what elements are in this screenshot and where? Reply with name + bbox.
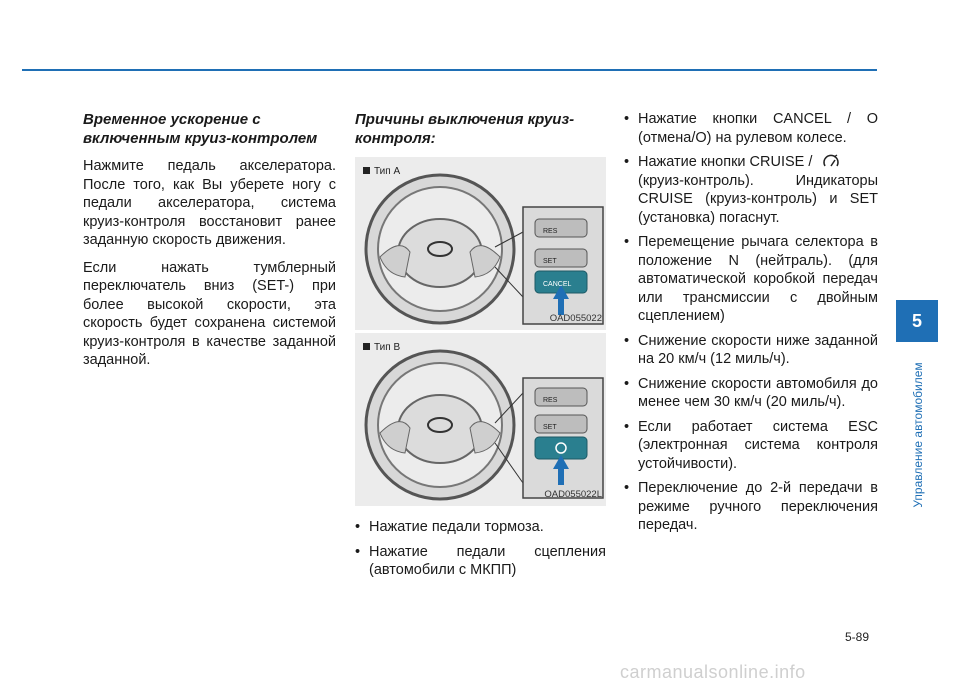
list-item: Нажатие педали сцепления (автомобили с М… [355, 543, 606, 580]
figure-type-b: Тип B RES SET OAD055022L [355, 333, 606, 506]
paragraph-set-switch: Если нажать тумблерный переключатель вни… [83, 259, 336, 369]
right-column: Нажатие кнопки CANCEL / O (отмена/O) на … [624, 110, 878, 541]
bullet-list-middle: Нажатие педали тормоза. Нажатие педали с… [355, 518, 606, 580]
button-set-label: SET [543, 258, 557, 265]
button-res-label: RES [543, 228, 558, 235]
list-item: Перемещение рычага селектора в положение… [624, 233, 878, 326]
figure-type-a: Тип A RES SET CANCEL OAD055022 [355, 157, 606, 330]
section-heading-cruise-cancel-reasons: Причины выключения круиз-контроля: [355, 111, 575, 147]
list-item: Переключение до 2-й передачи в режиме ру… [624, 479, 878, 535]
arrow-up-icon [553, 455, 569, 485]
section-heading-temporary-acceleration: Временное ускорение с включенным круиз-к… [83, 111, 318, 147]
cruise-icon [823, 154, 840, 167]
paragraph-accelerator: Нажмите педаль акселератора. После того,… [83, 158, 336, 248]
figure-type-a-label: Тип A [363, 163, 400, 182]
middle-column: Причины выключения круиз-контроля: Тип A… [355, 110, 606, 586]
watermark: carmanualsonline.info [620, 662, 806, 682]
left-column: Временное ускорение с включенным круиз-к… [83, 110, 336, 379]
button-set-label: SET [543, 424, 557, 431]
list-item: Нажатие кнопки CANCEL / O (отмена/O) на … [624, 110, 878, 147]
list-item: Снижение скорости автомобиля до менее че… [624, 375, 878, 412]
list-item: Нажатие педали тормоза. [355, 518, 606, 537]
list-item: Нажатие кнопки CRUISE / (круиз-контроль)… [624, 153, 878, 227]
list-item-text: Нажатие кнопки CRUISE / [638, 154, 813, 170]
list-item: Если работает система ESC (электронная с… [624, 418, 878, 474]
button-res-label: RES [543, 397, 558, 404]
figure-code-a: OAD055022 [549, 312, 602, 324]
list-item: Снижение скорости ниже заданной на 20 км… [624, 332, 878, 369]
steering-wheel-icon [364, 349, 604, 501]
top-rule [22, 69, 877, 71]
figure-code-b: OAD055022L [544, 488, 602, 500]
page-number: 5-89 [845, 630, 870, 644]
arrow-up-icon [553, 285, 569, 315]
figure-type-b-label: Тип B [363, 339, 400, 358]
list-item-text-cont: (круиз-контроль). Индикаторы CRUISE (кру… [638, 172, 878, 226]
button-cancel-label: CANCEL [543, 281, 572, 288]
chapter-title: Управление автомобилем [911, 362, 925, 508]
chapter-tab: 5 [896, 300, 938, 342]
bullet-list-right: Нажатие кнопки CANCEL / O (отмена/O) на … [624, 110, 878, 535]
steering-wheel-icon [364, 173, 604, 325]
